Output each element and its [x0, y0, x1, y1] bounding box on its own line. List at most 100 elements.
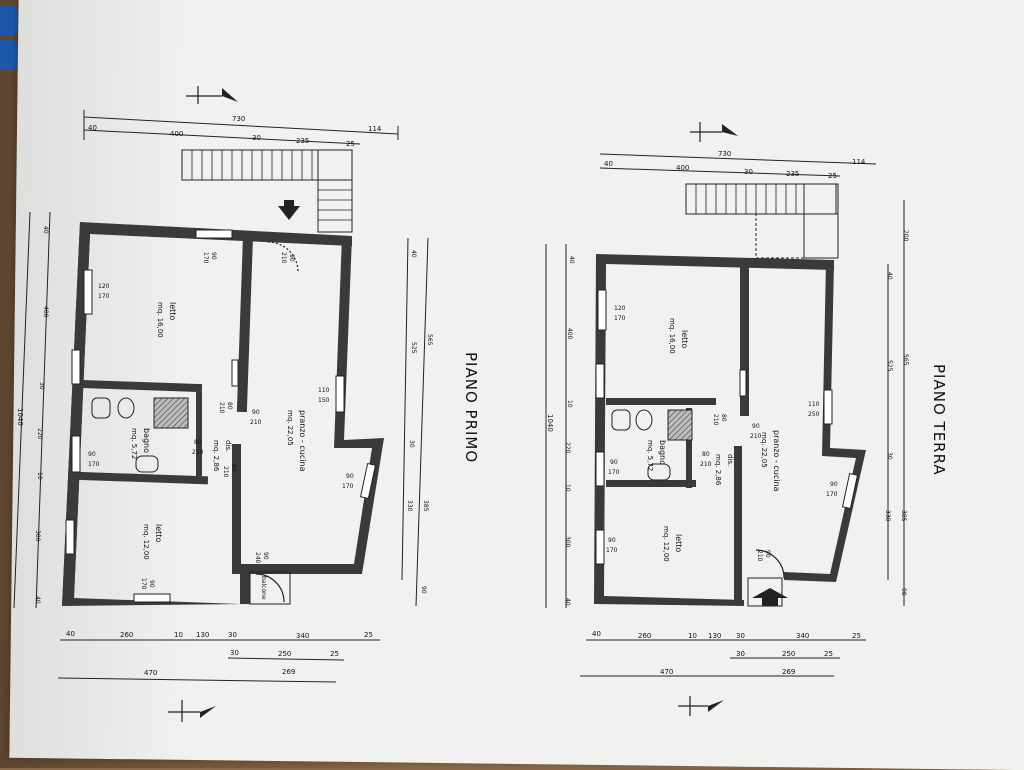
svg-text:30: 30 [736, 632, 745, 640]
svg-text:210: 210 [756, 550, 763, 562]
svg-text:90: 90 [346, 473, 354, 480]
svg-text:40: 40 [42, 226, 49, 234]
bottom-dimensions: 40 260 10 130 30 340 25 30 250 25 470 26… [57, 630, 380, 683]
dim-label: 730 [232, 115, 245, 123]
svg-text:25: 25 [852, 632, 861, 640]
left-dimensions: 1040 40 400 10 220 10 300 40 [545, 244, 575, 608]
door-swing [755, 549, 785, 579]
svg-text:90: 90 [830, 481, 838, 488]
svg-text:30: 30 [230, 649, 239, 657]
svg-text:210: 210 [700, 461, 712, 468]
room-area: mq. 5,72 [130, 428, 138, 459]
svg-text:90: 90 [900, 588, 907, 596]
svg-text:120: 120 [98, 283, 110, 290]
top-dimensions: 730 40 400 30 235 25 114 [83, 110, 399, 148]
left-dimensions: 1040 40 400 30 220 10 300 40 [13, 211, 51, 609]
svg-text:220: 220 [564, 442, 571, 454]
svg-text:400: 400 [676, 164, 689, 172]
svg-text:40: 40 [592, 630, 601, 638]
room-name: letto [154, 524, 163, 542]
svg-text:260: 260 [120, 631, 133, 639]
svg-text:250: 250 [808, 411, 820, 418]
room-area: mq. 16,00 [668, 318, 676, 354]
svg-text:30: 30 [38, 382, 45, 390]
room-labels: letto mq. 16,00 bagno mq. 5,72 letto mq.… [646, 318, 781, 562]
svg-text:30: 30 [408, 440, 415, 448]
svg-text:10: 10 [36, 472, 43, 480]
room-name: dis. [726, 454, 734, 466]
svg-text:170: 170 [140, 578, 147, 590]
svg-text:565: 565 [426, 334, 433, 346]
room-name: dis. [224, 440, 232, 452]
svg-text:170: 170 [606, 547, 618, 554]
room-area: mq. 2,86 [212, 440, 220, 472]
svg-text:170: 170 [98, 293, 110, 300]
svg-text:170: 170 [342, 483, 354, 490]
svg-text:210: 210 [750, 433, 762, 440]
svg-text:330: 330 [884, 510, 891, 522]
svg-text:90: 90 [764, 550, 771, 558]
svg-text:525: 525 [410, 342, 417, 354]
svg-text:10: 10 [564, 484, 571, 492]
svg-text:269: 269 [282, 668, 295, 676]
svg-text:120: 120 [614, 305, 626, 312]
plan-piano-terra: PIANO TERRA 730 40 400 30 235 25 114 [545, 122, 948, 716]
svg-text:210: 210 [218, 402, 225, 414]
top-dimensions: 730 40 400 30 235 25 114 [599, 150, 877, 180]
svg-text:40: 40 [604, 160, 613, 168]
svg-text:210: 210 [250, 419, 262, 426]
entrance-steps [747, 577, 788, 607]
svg-text:330: 330 [406, 500, 413, 512]
svg-text:210: 210 [280, 252, 287, 264]
svg-text:10: 10 [688, 632, 697, 640]
svg-text:400: 400 [42, 306, 49, 318]
svg-text:1040: 1040 [16, 408, 24, 426]
svg-text:260: 260 [638, 632, 651, 640]
svg-text:130: 130 [196, 631, 209, 639]
right-dimensions: 200 40 525 565 30 330 385 90 [884, 200, 909, 606]
plan-title: PIANO PRIMO [462, 352, 480, 463]
door-swing [267, 241, 299, 273]
svg-text:250: 250 [278, 650, 291, 658]
svg-text:90: 90 [210, 252, 217, 260]
svg-text:80: 80 [720, 414, 727, 422]
room-area: mq. 22,05 [286, 410, 294, 446]
svg-text:170: 170 [826, 491, 838, 498]
dim-label: 30 [252, 134, 261, 142]
svg-text:90: 90 [420, 586, 427, 594]
svg-text:170: 170 [608, 469, 620, 476]
dim-label: 235 [296, 137, 309, 145]
room-name: letto [168, 302, 177, 320]
svg-text:80: 80 [230, 464, 237, 472]
svg-text:90: 90 [752, 423, 760, 430]
svg-text:40: 40 [886, 272, 893, 280]
svg-text:470: 470 [660, 668, 673, 676]
dim-label: 114 [368, 125, 382, 133]
svg-text:170: 170 [614, 315, 626, 322]
svg-text:250: 250 [782, 650, 795, 658]
svg-text:150: 150 [318, 397, 330, 404]
dim-label: 25 [346, 140, 355, 148]
room-name: letto [674, 534, 683, 552]
svg-text:90: 90 [608, 537, 616, 544]
section-marker-bottom [678, 696, 724, 716]
svg-text:10: 10 [174, 631, 183, 639]
svg-text:300: 300 [564, 536, 571, 548]
room-name: bagno [142, 428, 151, 453]
room-name: pranzo - cucina [772, 430, 781, 492]
svg-text:80: 80 [702, 451, 710, 458]
svg-text:210: 210 [192, 449, 204, 456]
room-area: mq. 5,72 [646, 440, 654, 471]
svg-text:40: 40 [568, 256, 575, 264]
svg-text:220: 220 [36, 428, 43, 440]
svg-text:525: 525 [886, 360, 893, 372]
room-area: mq. 12,00 [662, 526, 670, 562]
svg-text:385: 385 [422, 500, 429, 512]
svg-text:30: 30 [744, 168, 753, 176]
binder-tab-2 [0, 40, 18, 70]
svg-text:200: 200 [902, 230, 909, 242]
door-swing [255, 573, 285, 603]
svg-text:40: 40 [34, 596, 41, 604]
binder-tab-1 [0, 6, 18, 36]
